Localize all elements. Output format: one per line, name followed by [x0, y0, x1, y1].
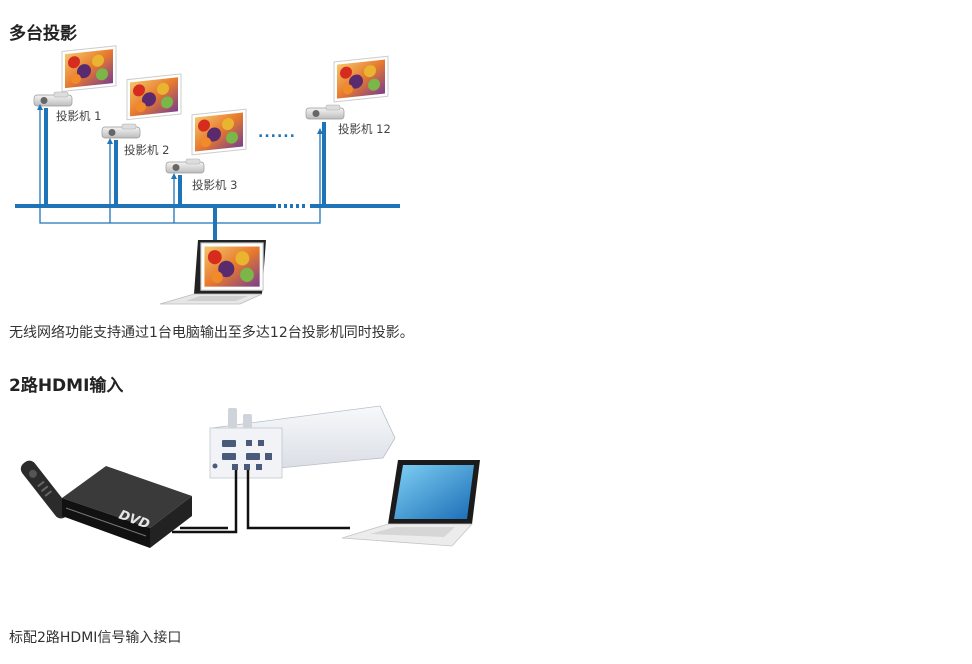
hdmi-cables: [172, 470, 350, 534]
projector-icon-1: [33, 91, 73, 107]
multi-projection-diagram: ...... 投影机 1 投影机 2 投影机 3 投影机 12: [15, 45, 400, 305]
projector-icon-3: [165, 158, 205, 174]
projector-label-3: 投影机 3: [192, 178, 237, 192]
projector-label-1: 投影机 1: [56, 109, 101, 123]
arrow-up-icon: [37, 104, 323, 179]
hdmi-input-description: 标配2路HDMI信号输入接口: [9, 630, 182, 646]
screen-image-icon-3: [191, 108, 247, 156]
screen-image-icon-1: [61, 45, 117, 92]
remote-icon: [20, 460, 70, 519]
projector-icon-2: [101, 123, 141, 139]
projector-label-2: 投影机 2: [124, 143, 169, 157]
hdmi-input-diagram: DVD: [20, 405, 480, 548]
dvd-player-icon: DVD: [62, 466, 192, 548]
section-title-multi-projection: 多台投影: [9, 24, 77, 44]
projector-icon-12: [305, 104, 345, 120]
projector-icon-hdmi: [209, 405, 396, 479]
projector-label-12: 投影机 12: [338, 122, 391, 136]
laptop-icon: [159, 240, 266, 305]
screen-image-icon-2: [126, 73, 182, 121]
screen-image-icon-12: [333, 55, 389, 103]
network-lines: [15, 108, 400, 240]
ellipsis-dots-top: ......: [258, 125, 296, 141]
laptop-icon-hdmi: [341, 460, 480, 547]
multi-projection-description: 无线网络功能支持通过1台电脑输出至多达12台投影机同时投影。: [9, 325, 414, 341]
section-title-hdmi-input: 2路HDMI输入: [9, 376, 124, 396]
